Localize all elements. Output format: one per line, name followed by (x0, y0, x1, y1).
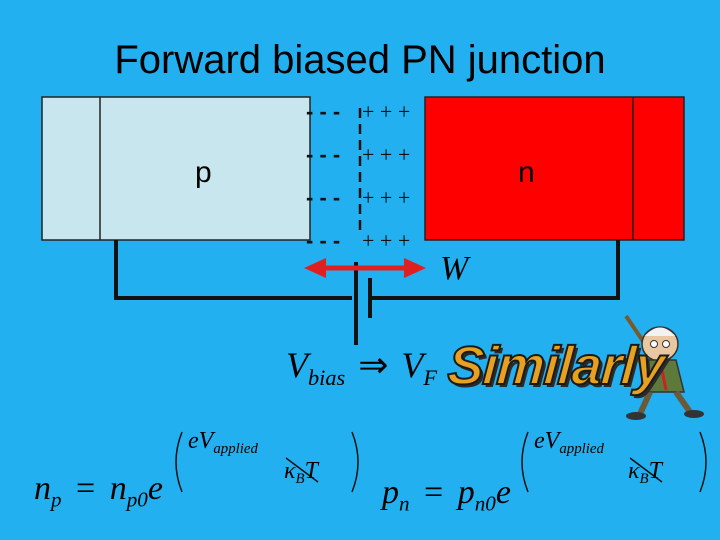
hole-coefficient: p (457, 474, 475, 511)
hole-lhs: p (382, 474, 399, 511)
electron-exponent-numerator: eVapplied (188, 428, 258, 458)
similarly-callout: Similarly (445, 335, 667, 397)
positive-charge-row: + + + (362, 99, 411, 124)
electron-exponent-denominator: κBT (284, 458, 318, 488)
bias-relation: Vbias ⇒ VF (286, 344, 437, 391)
hole-equals: = (424, 474, 444, 511)
hole-exponent-right-paren (699, 431, 707, 493)
p-region-outer (41, 96, 311, 241)
slide-title: Forward biased PN junction (114, 38, 606, 82)
n-region-outer (424, 96, 685, 241)
hole-denominator-subscript: B (639, 471, 649, 488)
negative-charges: - - - - - - - - - - - - (306, 90, 362, 262)
negative-charge-row: - - - (306, 228, 341, 253)
hole-denominator-t: T (648, 458, 662, 484)
v-forward-subscript: F (423, 364, 438, 390)
hole-equation: pn = pn0e (382, 474, 511, 516)
hole-denominator-kappa: κ (628, 458, 640, 484)
negative-charge-row: - - - (306, 99, 341, 124)
hole-coefficient-subscript: n0 (474, 491, 496, 516)
hole-exponential-base: e (495, 474, 511, 511)
positive-charge-row: + + + (362, 228, 411, 253)
electron-lhs-subscript: p (51, 487, 62, 512)
electron-fraction-slash (285, 457, 319, 483)
n-region-label: n (518, 156, 535, 189)
implies-symbol: ⇒ (358, 345, 389, 385)
hole-fraction-slash (629, 457, 663, 483)
electron-coefficient: n (109, 470, 127, 507)
left-wire (114, 240, 352, 300)
hole-exponent-left-paren (521, 431, 529, 493)
hole-numerator-text: eV (534, 428, 560, 454)
hole-exponent-denominator: κBT (628, 458, 662, 488)
electron-exponent-left-paren (175, 431, 183, 493)
v-forward-symbol: V (401, 345, 424, 385)
electron-denominator-t: T (304, 458, 318, 484)
electron-exponent-right-paren (351, 431, 359, 493)
professor-cartoon-icon (624, 314, 704, 420)
depletion-width-label: W (440, 250, 469, 287)
electron-numerator-subscript: applied (213, 441, 258, 458)
width-arrow-left-head (304, 258, 326, 278)
positive-charge-row: + + + (362, 185, 411, 210)
electron-lhs: n (34, 470, 51, 507)
hole-lhs-subscript: n (399, 491, 410, 516)
p-region-label: p (195, 156, 212, 189)
electron-denominator-subscript: B (295, 471, 305, 488)
negative-charge-row: - - - (306, 142, 341, 167)
electron-numerator-text: eV (188, 428, 214, 454)
hole-numerator-subscript: applied (559, 441, 604, 458)
electron-equation: np = np0e (34, 470, 163, 512)
positive-charge-row: + + + (362, 142, 411, 167)
electron-coefficient-subscript: p0 (126, 487, 148, 512)
hole-exponent-numerator: eVapplied (534, 428, 604, 458)
electron-exponential-base: e (147, 470, 163, 507)
v-bias-symbol: V (286, 345, 308, 385)
positive-charges: + + + + + + + + + + + + (362, 90, 424, 262)
negative-charge-row: - - - (306, 185, 341, 210)
v-bias-subscript: bias (308, 364, 346, 390)
electron-equals: = (76, 470, 96, 507)
electron-denominator-kappa: κ (284, 458, 296, 484)
width-arrow-right-head (404, 258, 426, 278)
right-wire (370, 240, 620, 300)
